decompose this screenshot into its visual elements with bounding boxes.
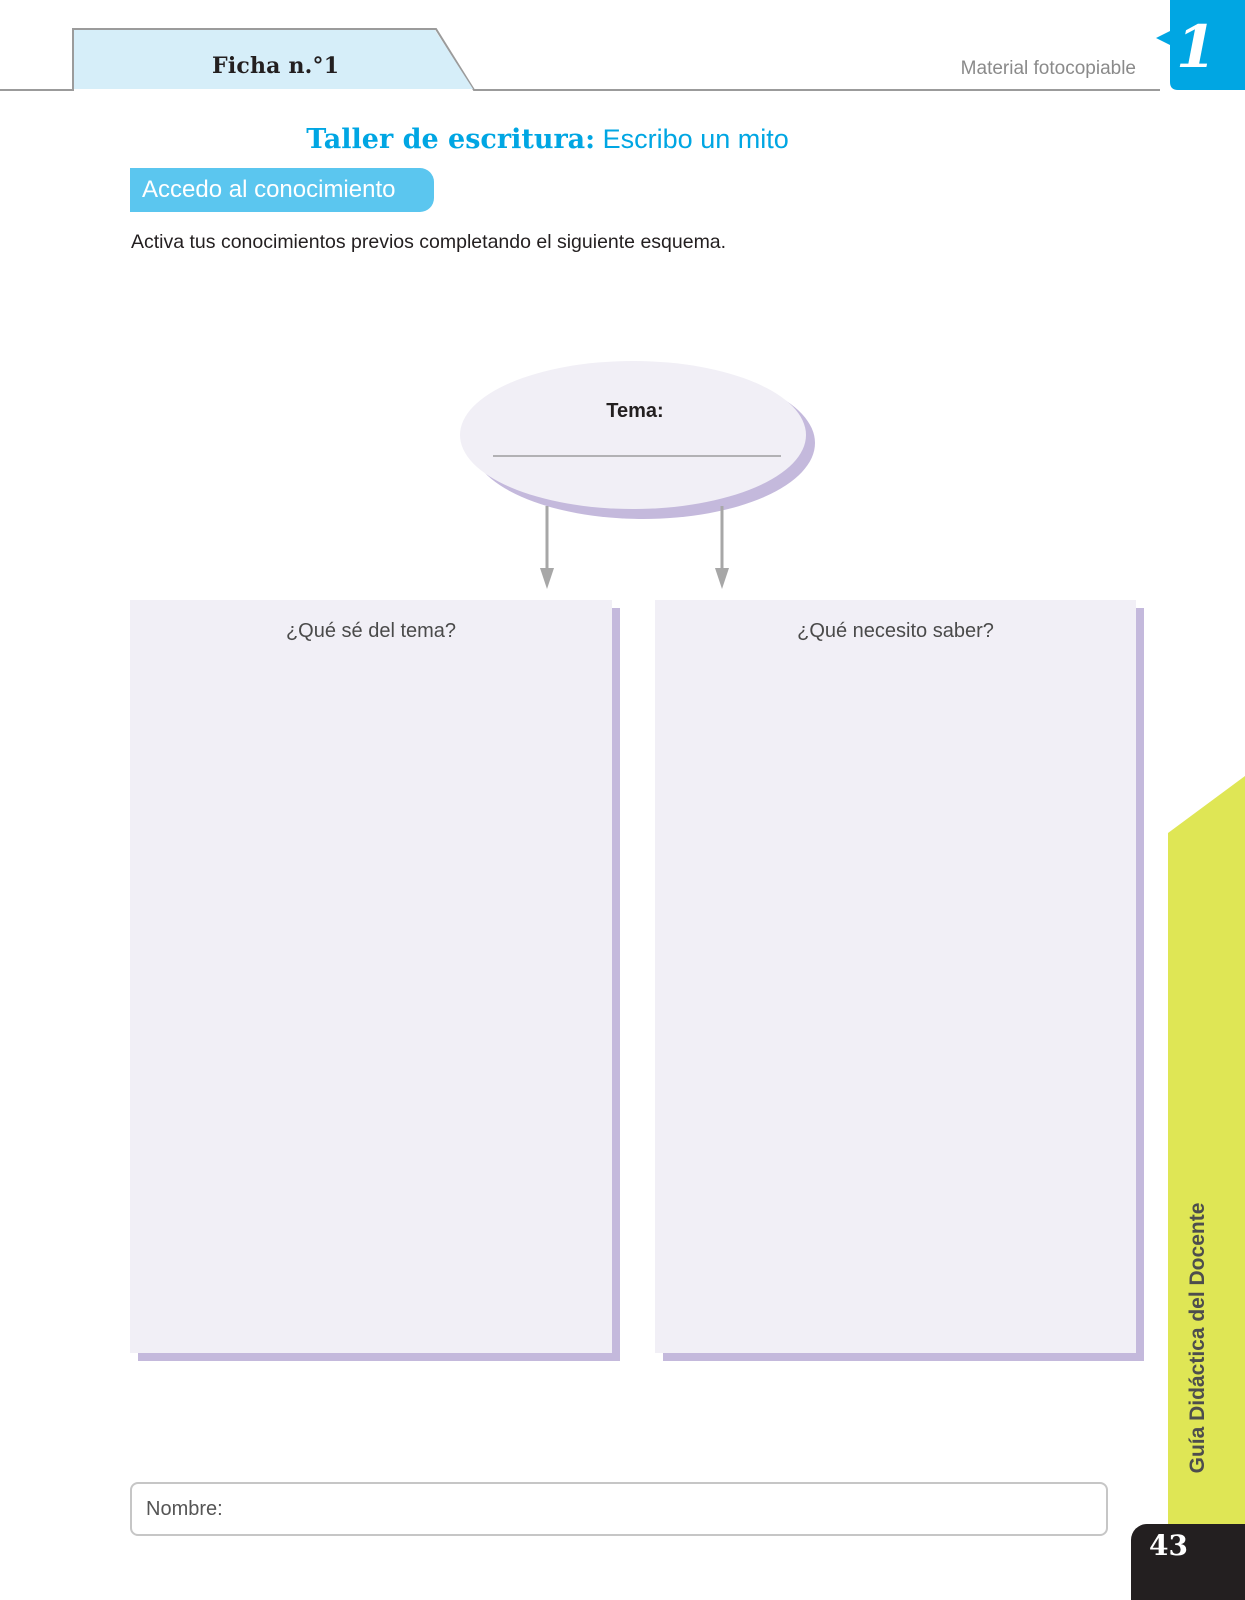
need-to-know-column-title: ¿Qué necesito saber? [797,620,994,642]
unit-number: 1 [1176,13,1217,81]
header-graphics [0,0,1245,91]
page-title: Taller de escritura: Escribo un mito [0,124,1095,155]
photocopiable-label: Material fotocopiable [960,58,1136,79]
topic-label: Tema: [606,400,664,422]
instruction-text: Activa tus conocimientos previos complet… [131,231,727,253]
known-column-title: ¿Qué sé del tema? [285,620,457,642]
name-field-label: Nombre: [146,1498,223,1520]
side-tab [1168,776,1245,1524]
topic-ellipse [460,361,806,509]
arrow-right [715,506,729,589]
side-tab-label: Guía Didáctica del Docente [1186,1202,1209,1474]
unit-tab [1156,0,1245,90]
need-to-know-column-box[interactable]: ¿Qué necesito saber? [655,600,1136,1353]
page-number: 43 [1131,1524,1245,1600]
diagram-graphics [460,361,815,589]
title-light: Escribo un mito [602,124,789,154]
known-column-box[interactable]: ¿Qué sé del tema? [130,600,612,1353]
worksheet-number: Ficha n.°1 [212,53,340,79]
title-bold: Taller de escritura: [306,124,596,155]
arrow-left [540,506,554,589]
name-field[interactable]: Nombre: [130,1482,1108,1536]
section-heading: Accedo al conocimiento [130,168,434,212]
